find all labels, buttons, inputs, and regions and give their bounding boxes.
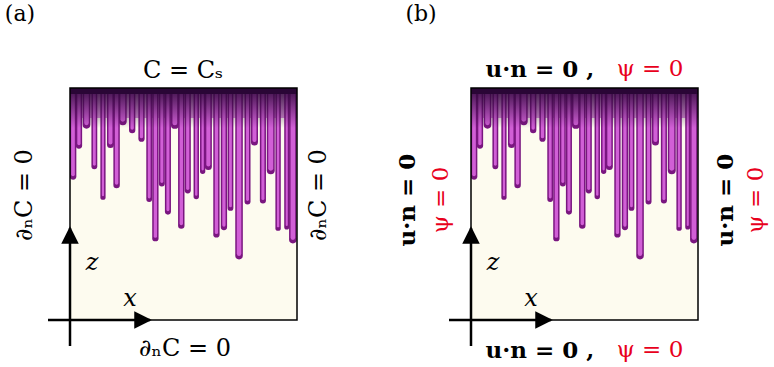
boundary-condition: u·n = 0 , bbox=[486, 57, 595, 80]
z-axis bbox=[470, 228, 473, 346]
saturated-layer bbox=[70, 88, 297, 94]
domain-ground bbox=[471, 88, 698, 320]
streamfunction-condition: ψ = 0 bbox=[429, 167, 452, 234]
streamfunction-condition: ψ = 0 bbox=[617, 338, 684, 361]
boundary-condition: ∂ₙC = 0 bbox=[306, 149, 330, 241]
plume-fingers bbox=[70, 88, 297, 256]
plume-shade bbox=[471, 88, 698, 128]
axis-label: z bbox=[86, 250, 99, 274]
boundary-condition: ∂ₙC = 0 bbox=[139, 336, 231, 360]
plume-shade bbox=[70, 88, 297, 128]
domain-border bbox=[471, 88, 698, 320]
axis-label: x bbox=[524, 286, 538, 310]
panel-tag: (a) bbox=[5, 3, 35, 25]
panel-tag: (b) bbox=[405, 3, 436, 25]
boundary-condition: ∂ₙC = 0 bbox=[12, 149, 36, 241]
boundary-condition: u·n = 0 bbox=[713, 154, 736, 247]
plume-fingers bbox=[471, 88, 698, 256]
axis-label: x bbox=[123, 286, 137, 310]
domain-border bbox=[70, 88, 297, 320]
domain-ground bbox=[70, 88, 297, 320]
z-axis bbox=[69, 228, 72, 346]
boundary-condition: u·n = 0 , bbox=[486, 338, 595, 361]
boundary-condition: u·n = 0 bbox=[395, 154, 418, 247]
boundary-condition: C = Cₛ bbox=[143, 58, 223, 82]
x-axis bbox=[449, 319, 551, 322]
streamfunction-condition: ψ = 0 bbox=[617, 57, 684, 80]
streamfunction-condition: ψ = 0 bbox=[744, 167, 767, 234]
saturated-layer bbox=[471, 88, 698, 94]
axis-label: z bbox=[487, 250, 500, 274]
x-axis bbox=[48, 319, 150, 322]
